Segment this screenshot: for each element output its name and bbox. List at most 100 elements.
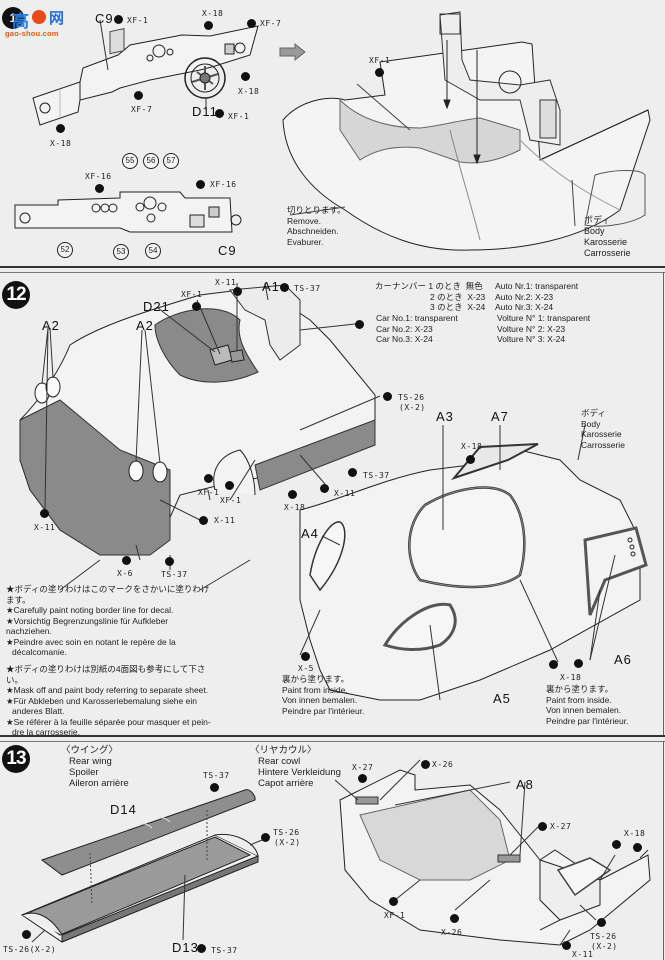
paint-code: TS-26 (273, 828, 300, 837)
table-row: Auto Nr.3: X-24 (495, 302, 554, 312)
part-label-a1: A1 (262, 279, 280, 294)
paint-code: XF-7 (131, 105, 153, 114)
paint-drop-icon (375, 68, 384, 77)
decal-number: 52 (57, 242, 73, 258)
paint-drop-icon (383, 392, 392, 401)
paint-drop-icon (22, 930, 31, 939)
part-label-a5: A5 (493, 691, 511, 706)
paint-drop-icon (389, 897, 398, 906)
paint-drop-icon (225, 481, 234, 490)
table-row: Volture N° 2: X-23 (497, 323, 566, 334)
paint-code: XF-1 (181, 290, 203, 299)
title-en: Rear cowl (258, 756, 301, 767)
paint-code: X-18 (624, 829, 646, 838)
paint-code: (X-2) (591, 942, 618, 951)
body-label-de: Karosserie (584, 237, 628, 247)
paint-code: X-18 (284, 503, 306, 512)
paint-code: X-18 (560, 673, 582, 682)
paint-code: XF-1 (220, 496, 242, 505)
paint-inside-note-left: 裏から塗ります。 Paint from inside. Von innen be… (282, 674, 364, 716)
paint-code: XF-1 (369, 56, 391, 65)
paint-drop-icon (165, 557, 174, 566)
table-row: Auto Nr.1: transparent (495, 281, 579, 291)
paint-drop-icon (612, 840, 621, 849)
paint-code: X-26 (441, 928, 463, 937)
title-jp: 〈ウイング〉 (61, 745, 119, 756)
rear-wing-title: 〈ウイング〉 Rear wing Spoiler Aileron arrière (61, 745, 129, 789)
car-number-table-en: Car No.1: transparent Car No.2: X-23 Car… (376, 313, 458, 345)
paint-code: XF-1 (384, 911, 406, 920)
paint-code: TS-37 (363, 471, 390, 480)
part-label-d13: D13 (172, 940, 199, 955)
paint-drop-icon (215, 109, 224, 118)
part-label-a7: A7 (491, 409, 509, 424)
table-row: Auto Nr.2: X-23 (495, 291, 554, 302)
paint-code: X-6 (117, 569, 133, 578)
paint-inside-note-right: 裏から塗ります。 Paint from inside. Von innen be… (546, 684, 628, 726)
note-line: ★ボディの塗りわけはこのマークをさかいに塗りわけます。 (6, 584, 210, 605)
car-number-table-de: Auto Nr.1: transparent Auto Nr.2: X-23 A… (495, 281, 578, 313)
table-row: 3 のとき X-24 (375, 302, 485, 313)
paint-inside-fr: Peindre par l'intérieur. (282, 705, 365, 716)
paint-code: TS-37 (161, 570, 188, 579)
paint-code: X-11 (334, 489, 356, 498)
c9-flat-panel (14, 191, 233, 233)
jp-color: X-24 (467, 302, 486, 312)
table-row: Car No.1: transparent (376, 313, 458, 323)
paint-drop-icon (348, 468, 357, 477)
paint-code: X-11 (572, 950, 594, 959)
jp-num: 2 のとき (430, 291, 463, 302)
jp-num: 3 のとき (430, 302, 463, 312)
paint-drop-icon (597, 918, 606, 927)
body-label-fr: Carrosserie (584, 248, 631, 258)
paint-drop-icon (574, 659, 583, 668)
a5-lens-cover (382, 602, 457, 651)
section-divider (0, 272, 665, 273)
body-label-en: Body (581, 418, 601, 429)
mask-paint-notes: ★ボディの塗りわけは別紙の4面図も参考にして下さい。 ★Mask off and… (6, 664, 221, 738)
step-number-badge: 12 (2, 281, 30, 309)
paint-code: TS-37 (203, 771, 230, 780)
paint-inside-de: Von innen bemalen. (546, 705, 622, 715)
remove-note-jp: 切りとります。 (287, 205, 346, 215)
logo-url: gao-shou.com (5, 29, 59, 38)
table-row: Car No.3: X-24 (376, 334, 433, 344)
paint-drop-icon (114, 15, 123, 24)
body-label-jp: ボディ (584, 215, 611, 225)
title-fr: Capot arrière (258, 778, 314, 789)
paint-code: XF-1 (127, 16, 149, 25)
note-line: décalcomanie. (12, 647, 67, 657)
a4-lens-cover (309, 521, 346, 592)
jp-prefix: カーナンバー (375, 281, 427, 291)
d11-steering-wheel (184, 57, 226, 99)
paint-inside-en: Paint from inside. (282, 684, 348, 695)
decal-number: 55 (122, 153, 138, 169)
step-number-badge: 13 (2, 745, 30, 773)
part-label-c9: C9 (95, 11, 114, 26)
paint-code: X-26 (432, 760, 454, 769)
paint-code: X-27 (352, 763, 374, 772)
note-line: ★Mask off and paint body referring to se… (6, 685, 209, 695)
part-label-a3: A3 (436, 409, 454, 424)
table-row: 2 のとき X-23 (375, 292, 485, 303)
paint-code: TS-26 (398, 393, 425, 402)
paint-drop-icon (288, 490, 297, 499)
note-line: anderes Blatt. (12, 706, 65, 716)
paint-code: (X-2) (399, 403, 426, 412)
paint-drop-icon (192, 302, 201, 311)
note-line: ★Se référer à la feuille séparée pour ma… (6, 716, 211, 727)
decal-number: 57 (163, 153, 179, 169)
decal-number: 56 (143, 153, 159, 169)
jp-color: X-23 (467, 291, 486, 302)
paint-drop-icon (233, 287, 242, 296)
paint-inside-jp: 裏から塗ります。 (546, 684, 614, 694)
part-label-c9: C9 (218, 243, 237, 258)
paint-code: TS-26 (590, 932, 617, 941)
paint-code: XF-16 (85, 172, 112, 181)
body-label-top: ボディ Body Karosserie Carrosserie (584, 215, 631, 259)
logo-badge: 1 (2, 7, 24, 29)
paint-drop-icon (633, 843, 642, 852)
paint-drop-icon (134, 91, 143, 100)
paint-drop-icon (549, 660, 558, 669)
panel-border (663, 741, 664, 960)
